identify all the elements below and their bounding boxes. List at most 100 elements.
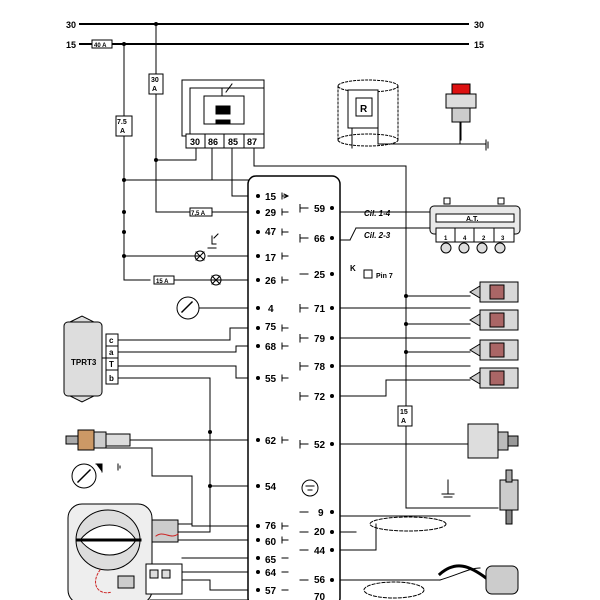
shielded-cables bbox=[363, 516, 481, 599]
lamp-2 bbox=[210, 274, 222, 286]
ecu-pin-64: 64 bbox=[265, 568, 277, 579]
ecu-pin-70: 70 bbox=[314, 592, 326, 600]
ecu-right-arrows bbox=[299, 204, 309, 581]
ecu-pin-9: 9 bbox=[318, 508, 324, 519]
injectors bbox=[469, 281, 519, 389]
relay bbox=[189, 83, 265, 135]
rail-30-right: 30 bbox=[474, 20, 484, 30]
throttle-connectors bbox=[117, 563, 183, 595]
relay-pin-86: 86 bbox=[208, 137, 218, 147]
ecu-pin-15: 15 bbox=[265, 192, 277, 203]
ecu-left-pins: 15 29 47 17 26 4 75 68 55 62 54 76 60 65… bbox=[265, 192, 277, 597]
ecu-pin-79: 79 bbox=[314, 334, 326, 345]
tprt3 bbox=[63, 315, 119, 403]
ecu-pin-4: 4 bbox=[268, 304, 274, 315]
ecu-pin-56: 56 bbox=[314, 575, 326, 586]
fuse-15a-vertical-bottom: A bbox=[401, 418, 406, 425]
ecu-left-arrows bbox=[281, 192, 289, 591]
fuse-15a-vertical bbox=[397, 405, 413, 427]
ecu-pin-65: 65 bbox=[265, 555, 277, 566]
pin-54-lamp bbox=[301, 479, 319, 497]
ecu-pin-25: 25 bbox=[314, 270, 326, 281]
injector-3 bbox=[469, 339, 519, 361]
injector-2 bbox=[469, 309, 519, 331]
at-pin-4: 4 bbox=[463, 236, 467, 242]
ecu-pin-57: 57 bbox=[265, 586, 277, 597]
ecu-pin-20: 20 bbox=[314, 527, 326, 538]
r-sensor bbox=[337, 79, 399, 147]
idle-actuator bbox=[467, 423, 519, 459]
tprt3-pin-b: b bbox=[109, 374, 114, 383]
at-pin-2: 2 bbox=[482, 236, 486, 242]
tprt3-pin-c: c bbox=[109, 336, 114, 345]
relay-pin-30: 30 bbox=[190, 137, 200, 147]
throttle-body bbox=[67, 503, 179, 600]
ecu-box bbox=[247, 175, 341, 600]
fuse-7-5a bbox=[115, 115, 133, 137]
r-sensor-label: R bbox=[360, 104, 368, 115]
ecu-pin-71: 71 bbox=[314, 304, 326, 315]
ecu-pin-59: 59 bbox=[314, 204, 326, 215]
ecu-right-pin-dots bbox=[330, 206, 334, 582]
speed-sensor bbox=[437, 564, 519, 595]
at-pin-1: 1 bbox=[444, 236, 448, 242]
tach-gauge bbox=[176, 296, 200, 320]
ecu-left-pin-dots bbox=[256, 194, 260, 592]
rail-15-right: 15 bbox=[474, 40, 484, 50]
ecu-pin-54: 54 bbox=[265, 482, 277, 493]
ecu-pin-55: 55 bbox=[265, 374, 277, 385]
fuse-15a-inline bbox=[153, 275, 175, 285]
pressure-switch bbox=[445, 83, 489, 151]
pin-7-label: Pin 7 bbox=[376, 273, 393, 280]
rail-30-left: 30 bbox=[66, 20, 76, 30]
cyl-2-3-label: Cil. 2-3 bbox=[364, 231, 391, 240]
fuse-7-5a-bottom: A bbox=[120, 128, 125, 135]
ignition-coil bbox=[429, 197, 521, 254]
relay-pins: 30 86 85 87 bbox=[185, 133, 265, 149]
at-label: A.T. bbox=[466, 216, 479, 223]
fuse-30a-bottom: A bbox=[152, 86, 157, 93]
ecu-pin-76: 76 bbox=[265, 521, 277, 532]
tprt3-pin-a: a bbox=[109, 348, 114, 357]
fuse-40a bbox=[91, 39, 113, 49]
fuse-30a bbox=[148, 73, 164, 95]
fuse-15a-inline-label: 15 A bbox=[156, 279, 169, 285]
k-connector bbox=[363, 269, 373, 279]
ecu-pin-62: 62 bbox=[265, 436, 277, 447]
fuse-7-5a-top: 7.5 bbox=[117, 119, 127, 126]
fuse-40a-label: 40 A bbox=[94, 43, 107, 49]
ecu-pin-52: 52 bbox=[314, 440, 326, 451]
power-rails bbox=[79, 23, 469, 45]
ecu-pin-26: 26 bbox=[265, 276, 277, 287]
fuse-15a-vertical-top: 15 bbox=[400, 409, 408, 416]
ecu-pin-68: 68 bbox=[265, 342, 277, 353]
fuse-7-5a-inline bbox=[189, 207, 213, 217]
relay-pin-85: 85 bbox=[228, 137, 238, 147]
k-label: K bbox=[350, 264, 356, 273]
fuse-30a-top: 30 bbox=[151, 77, 159, 84]
ecu-pin-75: 75 bbox=[265, 322, 277, 333]
ecu-pin-72: 72 bbox=[314, 392, 326, 403]
temp-gauge bbox=[71, 463, 121, 489]
ecu-pin-44: 44 bbox=[314, 546, 326, 557]
ecu-pin-60: 60 bbox=[265, 537, 277, 548]
ecu-pin-66: 66 bbox=[314, 234, 326, 245]
coolant-sensor bbox=[65, 429, 131, 451]
tprt3-pin-T: T bbox=[109, 360, 114, 369]
lambda-sensor bbox=[441, 469, 519, 525]
injector-4 bbox=[469, 367, 519, 389]
tprt3-label: TPRT3 bbox=[71, 358, 97, 367]
cyl-1-4-label: Cil. 1-4 bbox=[364, 209, 391, 218]
relay-pin-87: 87 bbox=[247, 137, 257, 147]
ecu-pin-47: 47 bbox=[265, 227, 277, 238]
injector-1 bbox=[469, 281, 519, 303]
at-pin-3: 3 bbox=[501, 236, 505, 242]
rail-15-left: 15 bbox=[66, 40, 76, 50]
ecu-pin-17: 17 bbox=[265, 253, 277, 264]
ecu-right-pins: 59 66 25 71 79 78 72 52 9 20 44 56 70 bbox=[314, 204, 326, 600]
diag-lamp bbox=[194, 233, 219, 262]
ecu-pin-29: 29 bbox=[265, 208, 277, 219]
fuse-7-5a-inline-label: 7,5 A bbox=[191, 211, 206, 217]
ecu-pin-78: 78 bbox=[314, 362, 326, 373]
